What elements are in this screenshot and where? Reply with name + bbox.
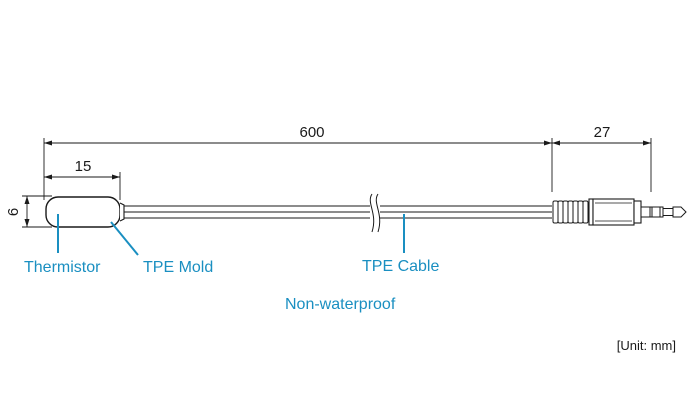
label-tpe-cable: TPE Cable [362,258,439,275]
mold-neck [119,202,125,222]
plug-body [588,198,642,226]
arrowhead [44,174,52,180]
unit-note: [Unit: mm] [617,338,676,353]
arrowhead [24,196,30,204]
dimension-label-15: 15 [75,158,92,175]
arrowhead [112,174,120,180]
arrowhead [552,140,560,146]
dimension-label-6: 6 [5,208,22,216]
label-thermistor: Thermistor [24,259,101,276]
leader-lines [57,214,405,256]
tpe-cable-right [380,205,552,219]
label-variant: Non-waterproof [285,296,396,313]
label-tpe-mold: TPE Mold [143,259,213,276]
dimension-6 [22,195,52,228]
cable-break-symbol [369,193,381,233]
dimension-15 [44,172,121,200]
arrowhead [643,140,651,146]
tpe-cable-left [124,205,370,219]
arrowhead [24,219,30,227]
leader-tpe-mold [110,221,139,256]
plug-pin [640,206,687,218]
dimension-27 [552,138,652,192]
dimension-label-600: 600 [299,124,324,141]
dimension-600 [43,138,553,200]
arrowhead [544,140,552,146]
plug-strain-relief [552,200,589,224]
dimension-label-27: 27 [594,124,611,141]
arrowhead [44,140,52,146]
